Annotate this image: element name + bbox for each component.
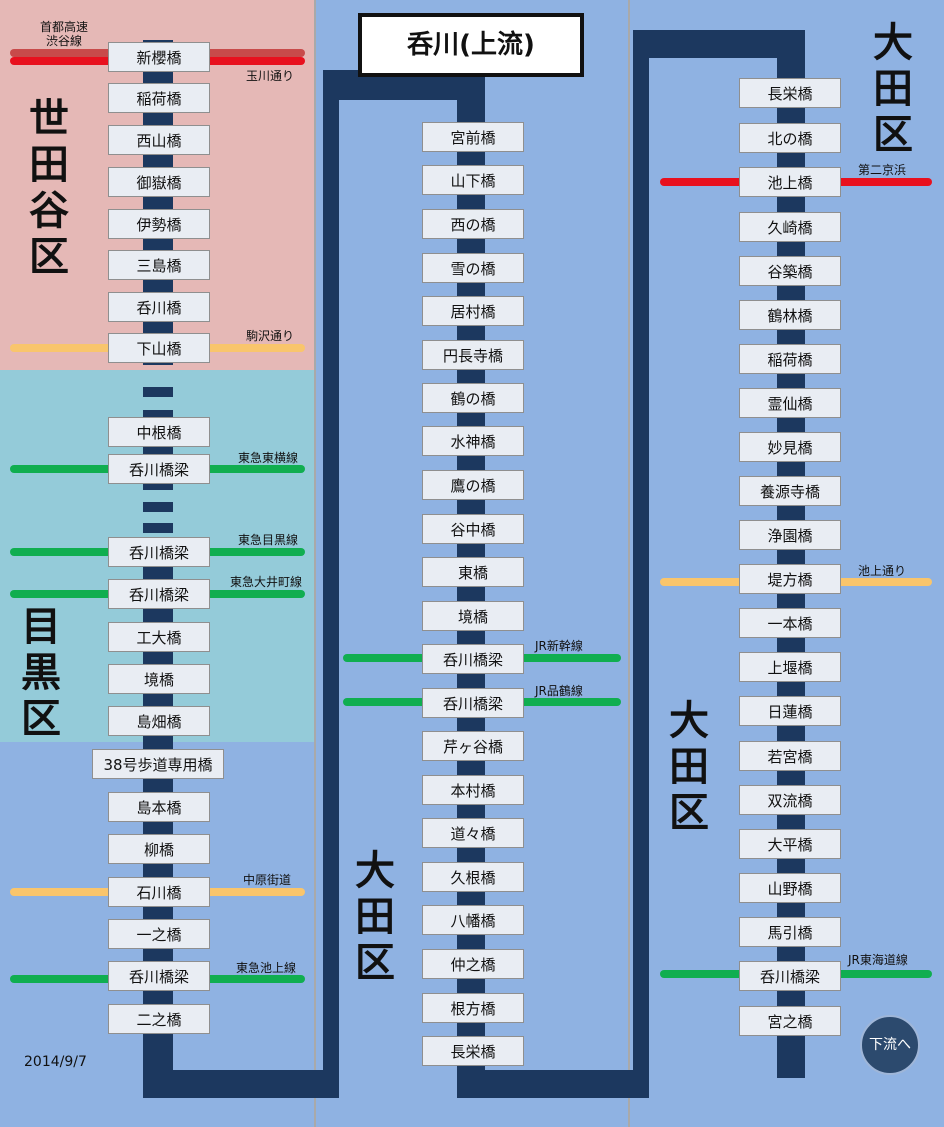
road-label-hinkaku: JR品鶴線 bbox=[535, 684, 583, 698]
river-col1-dash bbox=[143, 387, 173, 397]
bridge-col2[interactable]: 鷹の橋 bbox=[422, 470, 524, 500]
bridge-col3[interactable]: 養源寺橋 bbox=[739, 476, 841, 506]
bridge-col1[interactable]: 工大橋 bbox=[108, 622, 210, 652]
column-divider-2 bbox=[628, 0, 630, 1127]
bridge-col3[interactable]: 大平橋 bbox=[739, 829, 841, 859]
river-bottom-connector-2 bbox=[457, 1070, 649, 1098]
bridge-col3[interactable]: 池上橋 bbox=[739, 167, 841, 197]
river-col1-dash bbox=[143, 523, 173, 533]
page-title: 呑川(上流) bbox=[358, 13, 584, 77]
bridge-col1[interactable]: 下山橋 bbox=[108, 333, 210, 363]
bridge-col1[interactable]: 新櫻橋 bbox=[108, 42, 210, 72]
bridge-col3[interactable]: 妙見橋 bbox=[739, 432, 841, 462]
bridge-col1[interactable]: 一之橋 bbox=[108, 919, 210, 949]
river-bottom-connector-1 bbox=[143, 1070, 339, 1098]
river-col3-left-riser bbox=[633, 30, 649, 1098]
bridge-col2[interactable]: 東橋 bbox=[422, 557, 524, 587]
bridge-col2[interactable]: 長栄橋 bbox=[422, 1036, 524, 1066]
bridge-col3[interactable]: 霊仙橋 bbox=[739, 388, 841, 418]
bridge-col1[interactable]: 境橋 bbox=[108, 664, 210, 694]
bridge-col2[interactable]: 居村橋 bbox=[422, 296, 524, 326]
ward-label-meguro: 目黒区 bbox=[21, 604, 61, 742]
bridge-col3[interactable]: 稲荷橋 bbox=[739, 344, 841, 374]
bridge-col2[interactable]: 山下橋 bbox=[422, 165, 524, 195]
bridge-col2[interactable]: 水神橋 bbox=[422, 426, 524, 456]
ward-label-ota-right-top: 大田区 bbox=[873, 20, 913, 158]
ward-label-setagaya: 世田谷区 bbox=[29, 96, 69, 280]
bridge-col2[interactable]: 道々橋 bbox=[422, 818, 524, 848]
bridge-col1[interactable]: 呑川橋梁 bbox=[108, 454, 210, 484]
road-label-ikegami-dori: 池上通り bbox=[858, 564, 907, 578]
bridge-col1[interactable]: 西山橋 bbox=[108, 125, 210, 155]
river-col1-dash bbox=[143, 502, 173, 512]
bridge-col1[interactable]: 呑川橋 bbox=[108, 292, 210, 322]
bridge-col3[interactable]: 長栄橋 bbox=[739, 78, 841, 108]
bridge-col3[interactable]: 日蓮橋 bbox=[739, 696, 841, 726]
date-label: 2014/9/7 bbox=[24, 1054, 87, 1070]
bridge-col1[interactable]: 呑川橋梁 bbox=[108, 961, 210, 991]
column-divider-1 bbox=[314, 0, 316, 1127]
bridge-col1[interactable]: 三島橋 bbox=[108, 250, 210, 280]
bridge-col1[interactable]: 伊勢橋 bbox=[108, 209, 210, 239]
bridge-col1[interactable]: 柳橋 bbox=[108, 834, 210, 864]
bridge-col1[interactable]: 島本橋 bbox=[108, 792, 210, 822]
road-label-toyoko: 東急東横線 bbox=[238, 451, 299, 465]
bridge-col2[interactable]: 境橋 bbox=[422, 601, 524, 631]
bridge-col2[interactable]: 鶴の橋 bbox=[422, 383, 524, 413]
bridge-col2[interactable]: 久根橋 bbox=[422, 862, 524, 892]
road-label-oimachi: 東急大井町線 bbox=[230, 575, 303, 589]
bridge-col2[interactable]: 本村橋 bbox=[422, 775, 524, 805]
bridge-col3[interactable]: 若宮橋 bbox=[739, 741, 841, 771]
bridge-col2[interactable]: 仲之橋 bbox=[422, 949, 524, 979]
bridge-col2[interactable]: 雪の橋 bbox=[422, 253, 524, 283]
road-label-ikegami: 東急池上線 bbox=[236, 961, 297, 975]
bridge-col1[interactable]: 稲荷橋 bbox=[108, 83, 210, 113]
river-col1-dash bbox=[143, 410, 173, 420]
bridge-col1[interactable]: 呑川橋梁 bbox=[108, 537, 210, 567]
road-label-tokaido: JR東海道線 bbox=[848, 953, 908, 967]
bridge-col2[interactable]: 西の橋 bbox=[422, 209, 524, 239]
bridge-col2[interactable]: 芹ヶ谷橋 bbox=[422, 731, 524, 761]
ward-label-ota-right-mid: 大田区 bbox=[669, 698, 709, 836]
bridge-col2[interactable]: 根方橋 bbox=[422, 993, 524, 1023]
ward-label-ota-middle: 大田区 bbox=[355, 848, 395, 986]
bridge-col3[interactable]: 双流橋 bbox=[739, 785, 841, 815]
road-label-meguro-line: 東急目黒線 bbox=[238, 533, 299, 547]
road-label-nakahara: 中原街道 bbox=[243, 873, 292, 887]
bridge-col3[interactable]: 浄園橋 bbox=[739, 520, 841, 550]
bridge-col1[interactable]: 二之橋 bbox=[108, 1004, 210, 1034]
bridge-col3[interactable]: 山野橋 bbox=[739, 873, 841, 903]
road-label-komazawa: 駒沢通り bbox=[246, 329, 295, 343]
bridge-col3[interactable]: 久崎橋 bbox=[739, 212, 841, 242]
bridge-col1[interactable]: 呑川橋梁 bbox=[108, 579, 210, 609]
bridge-col1[interactable]: 島畑橋 bbox=[108, 706, 210, 736]
road-label-daini-keihin: 第二京浜 bbox=[858, 163, 907, 177]
bridge-col3[interactable]: 鶴林橋 bbox=[739, 300, 841, 330]
river-col3-top-connector bbox=[633, 30, 805, 58]
next-page-button[interactable]: 下流へ bbox=[860, 1015, 920, 1075]
road-label-shutoko: 首都高速 渋谷線 bbox=[40, 20, 89, 48]
river-col2-left-riser bbox=[323, 70, 339, 1098]
bridge-col2[interactable]: 宮前橋 bbox=[422, 122, 524, 152]
road-label-tamagawa: 玉川通り bbox=[246, 69, 295, 83]
bridge-col3[interactable]: 北の橋 bbox=[739, 123, 841, 153]
river-col3 bbox=[777, 30, 805, 1078]
bridge-col3[interactable]: 谷築橋 bbox=[739, 256, 841, 286]
bridge-col3[interactable]: 馬引橋 bbox=[739, 917, 841, 947]
bridge-col2[interactable]: 呑川橋梁 bbox=[422, 644, 524, 674]
bridge-col1[interactable]: 御嶽橋 bbox=[108, 167, 210, 197]
bridge-col3[interactable]: 宮之橋 bbox=[739, 1006, 841, 1036]
bridge-col3[interactable]: 堤方橋 bbox=[739, 564, 841, 594]
bridge-col2[interactable]: 円長寺橋 bbox=[422, 340, 524, 370]
bridge-col1[interactable]: 石川橋 bbox=[108, 877, 210, 907]
bridge-col2[interactable]: 呑川橋梁 bbox=[422, 688, 524, 718]
bridge-col3[interactable]: 一本橋 bbox=[739, 608, 841, 638]
bridge-col3[interactable]: 上堰橋 bbox=[739, 652, 841, 682]
bridge-col1[interactable]: 中根橋 bbox=[108, 417, 210, 447]
bridge-col1[interactable]: 38号歩道専用橋 bbox=[92, 749, 224, 779]
bridge-col3[interactable]: 呑川橋梁 bbox=[739, 961, 841, 991]
bridge-col2[interactable]: 八幡橋 bbox=[422, 905, 524, 935]
road-label-shinkansen: JR新幹線 bbox=[535, 639, 583, 653]
bridge-col2[interactable]: 谷中橋 bbox=[422, 514, 524, 544]
